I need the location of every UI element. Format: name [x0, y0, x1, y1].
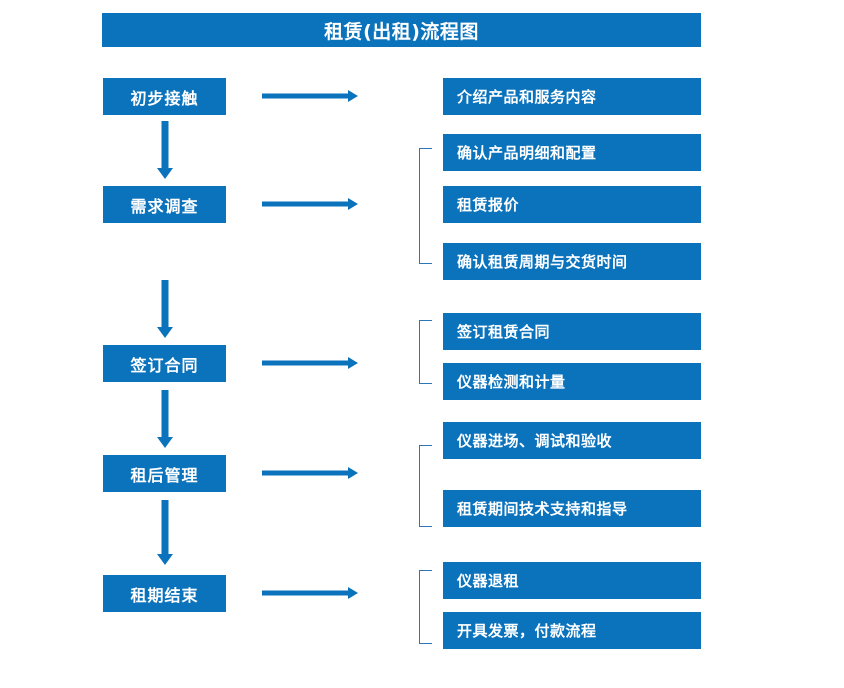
detail-box-4-1[interactable]: 仪器进场、调试和验收 — [443, 422, 701, 459]
detail-box-4-2[interactable]: 租赁期间技术支持和指导 — [443, 490, 701, 527]
flow-arrow-down-3 — [156, 390, 174, 448]
stage-box-4[interactable]: 租后管理 — [103, 455, 226, 492]
detail-box-2-2[interactable]: 租赁报价 — [443, 186, 701, 223]
detail-box-3-2[interactable]: 仪器检测和计量 — [443, 363, 701, 400]
stage-box-3[interactable]: 签订合同 — [103, 345, 226, 382]
flow-arrow-right-4 — [262, 465, 358, 479]
group-bracket-3 — [419, 320, 432, 384]
detail-box-1-1[interactable]: 介绍产品和服务内容 — [443, 78, 701, 115]
stage-box-2[interactable]: 需求调查 — [103, 186, 226, 223]
group-bracket-5 — [419, 570, 432, 644]
flow-arrow-right-3 — [262, 355, 358, 369]
flow-arrow-right-1 — [262, 88, 358, 102]
group-bracket-2 — [419, 148, 432, 264]
stage-box-1[interactable]: 初步接触 — [103, 78, 226, 115]
page-title: 租赁(出租)流程图 — [102, 13, 701, 47]
group-bracket-4 — [419, 445, 432, 527]
flow-arrow-down-4 — [156, 500, 174, 565]
detail-box-2-1[interactable]: 确认产品明细和配置 — [443, 134, 701, 171]
detail-box-5-1[interactable]: 仪器退租 — [443, 562, 701, 599]
detail-box-3-1[interactable]: 签订租赁合同 — [443, 313, 701, 350]
flow-arrow-down-1 — [156, 121, 174, 179]
detail-box-2-3[interactable]: 确认租赁周期与交货时间 — [443, 243, 701, 280]
flow-arrow-right-5 — [262, 585, 358, 599]
flow-arrow-right-2 — [262, 196, 358, 210]
flow-arrow-down-2 — [156, 280, 174, 338]
detail-box-5-2[interactable]: 开具发票，付款流程 — [443, 612, 701, 649]
stage-box-5[interactable]: 租期结束 — [103, 575, 226, 612]
